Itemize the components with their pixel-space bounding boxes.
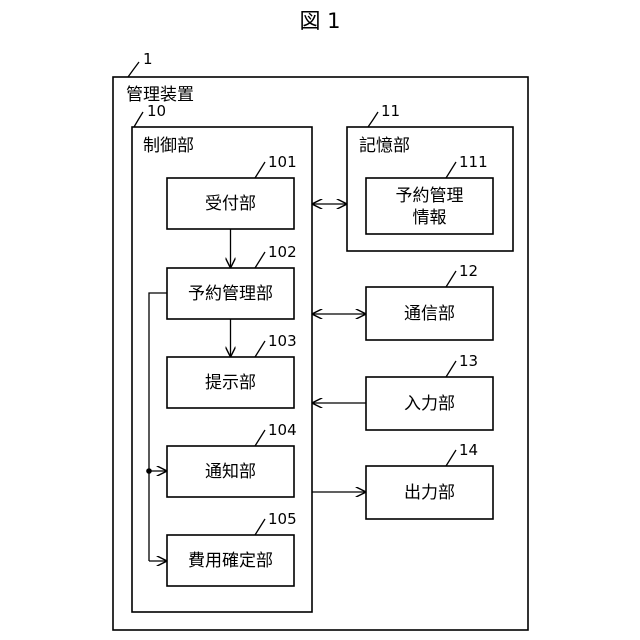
apparatus-ref: 1 [143, 50, 153, 68]
fee-determination-unit-label: 費用確定部 [188, 551, 273, 571]
reservation-mgmt-ref: 102 [268, 243, 297, 261]
reception-unit-label: 受付部 [205, 194, 256, 214]
reservation-info-ref: 111 [459, 153, 488, 171]
input-unit-label: 入力部 [404, 394, 455, 414]
notification-unit-label: 通知部 [205, 462, 256, 482]
reception-ref: 101 [268, 153, 297, 171]
input-ref: 13 [459, 352, 478, 370]
apparatus-ref-leader [128, 62, 139, 77]
notification-ref: 104 [268, 421, 297, 439]
storage-label: 記憶部 [359, 136, 410, 156]
communication-unit-label: 通信部 [404, 304, 455, 324]
presentation-unit-label: 提示部 [205, 373, 256, 393]
fee-determination-ref: 105 [268, 510, 297, 528]
output-ref: 14 [459, 441, 478, 459]
communication-ref: 12 [459, 262, 478, 280]
reservation-info-label-line1: 予約管理 [396, 186, 464, 206]
output-unit-label: 出力部 [404, 483, 455, 503]
reservation-mgmt-unit-label: 予約管理部 [188, 284, 273, 304]
reservation-info-label-line2: 情報 [413, 208, 447, 228]
figure-title: 図 1 [299, 9, 340, 33]
storage-ref: 11 [381, 102, 400, 120]
branch-junction-dot [146, 468, 152, 474]
control-label: 制御部 [143, 136, 194, 156]
control-ref: 10 [147, 102, 166, 120]
presentation-ref: 103 [268, 332, 297, 350]
